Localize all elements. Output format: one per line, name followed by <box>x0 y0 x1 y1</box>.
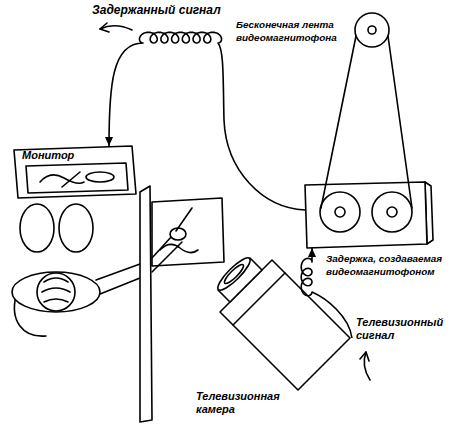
label-holder: Задержка, создаваемая видеомагнитофоном <box>326 252 444 278</box>
direction-arrow-head <box>360 352 369 361</box>
direction-arrow-head <box>100 23 109 32</box>
drawing <box>12 13 433 422</box>
person-knee <box>59 204 93 252</box>
reel-hub <box>335 207 345 217</box>
person-knee <box>20 204 54 252</box>
camera-lens-housing <box>218 258 262 302</box>
reel-hub <box>387 207 397 217</box>
recorder-case <box>305 182 427 248</box>
tape-reel <box>320 192 360 232</box>
video-recorder-box: Бесконечная лента видеомагнитофона <box>305 182 427 248</box>
camera-lens <box>214 254 254 294</box>
node-label: Бесконечная лента видеомагнитофона <box>236 18 344 44</box>
signal-label: Телевизионный сигнал <box>356 316 446 342</box>
screen-hand <box>86 172 114 182</box>
direction-arrow <box>100 26 132 30</box>
annotation-label: Задержка, создаваемая видеомагнитофоном <box>326 252 444 278</box>
signal-label: Задержанный сигнал <box>92 4 252 17</box>
tape-pulley <box>355 13 389 47</box>
monitor-box: Монитор <box>14 146 136 198</box>
monitor-screen <box>26 163 128 193</box>
monitor-case <box>14 146 136 198</box>
node-label: Монитор <box>22 149 122 162</box>
person-hair <box>42 278 70 302</box>
screen-pen <box>62 172 80 187</box>
person-forearm <box>152 236 182 272</box>
tape-reel <box>372 192 412 232</box>
endless-tape <box>321 36 412 208</box>
arrow-head <box>308 248 316 257</box>
arrow-head <box>105 137 113 146</box>
screen-scribble <box>40 175 84 184</box>
screen-board <box>140 186 152 422</box>
camera-lens-glass <box>222 262 245 285</box>
person-hand <box>170 228 186 240</box>
drawing-paper <box>152 198 224 266</box>
person-right-arm <box>96 264 140 294</box>
pen <box>176 208 192 231</box>
signal-cable <box>105 32 305 210</box>
pulley-hub <box>368 26 376 34</box>
cable-line <box>109 32 305 210</box>
label-holder: Телевизионный сигнал <box>356 316 446 342</box>
node-label: Телевизионная камера <box>196 390 306 416</box>
person-head <box>37 273 75 311</box>
person-shoulders <box>12 272 100 312</box>
label-holder: Задержанный сигнал <box>92 4 252 17</box>
